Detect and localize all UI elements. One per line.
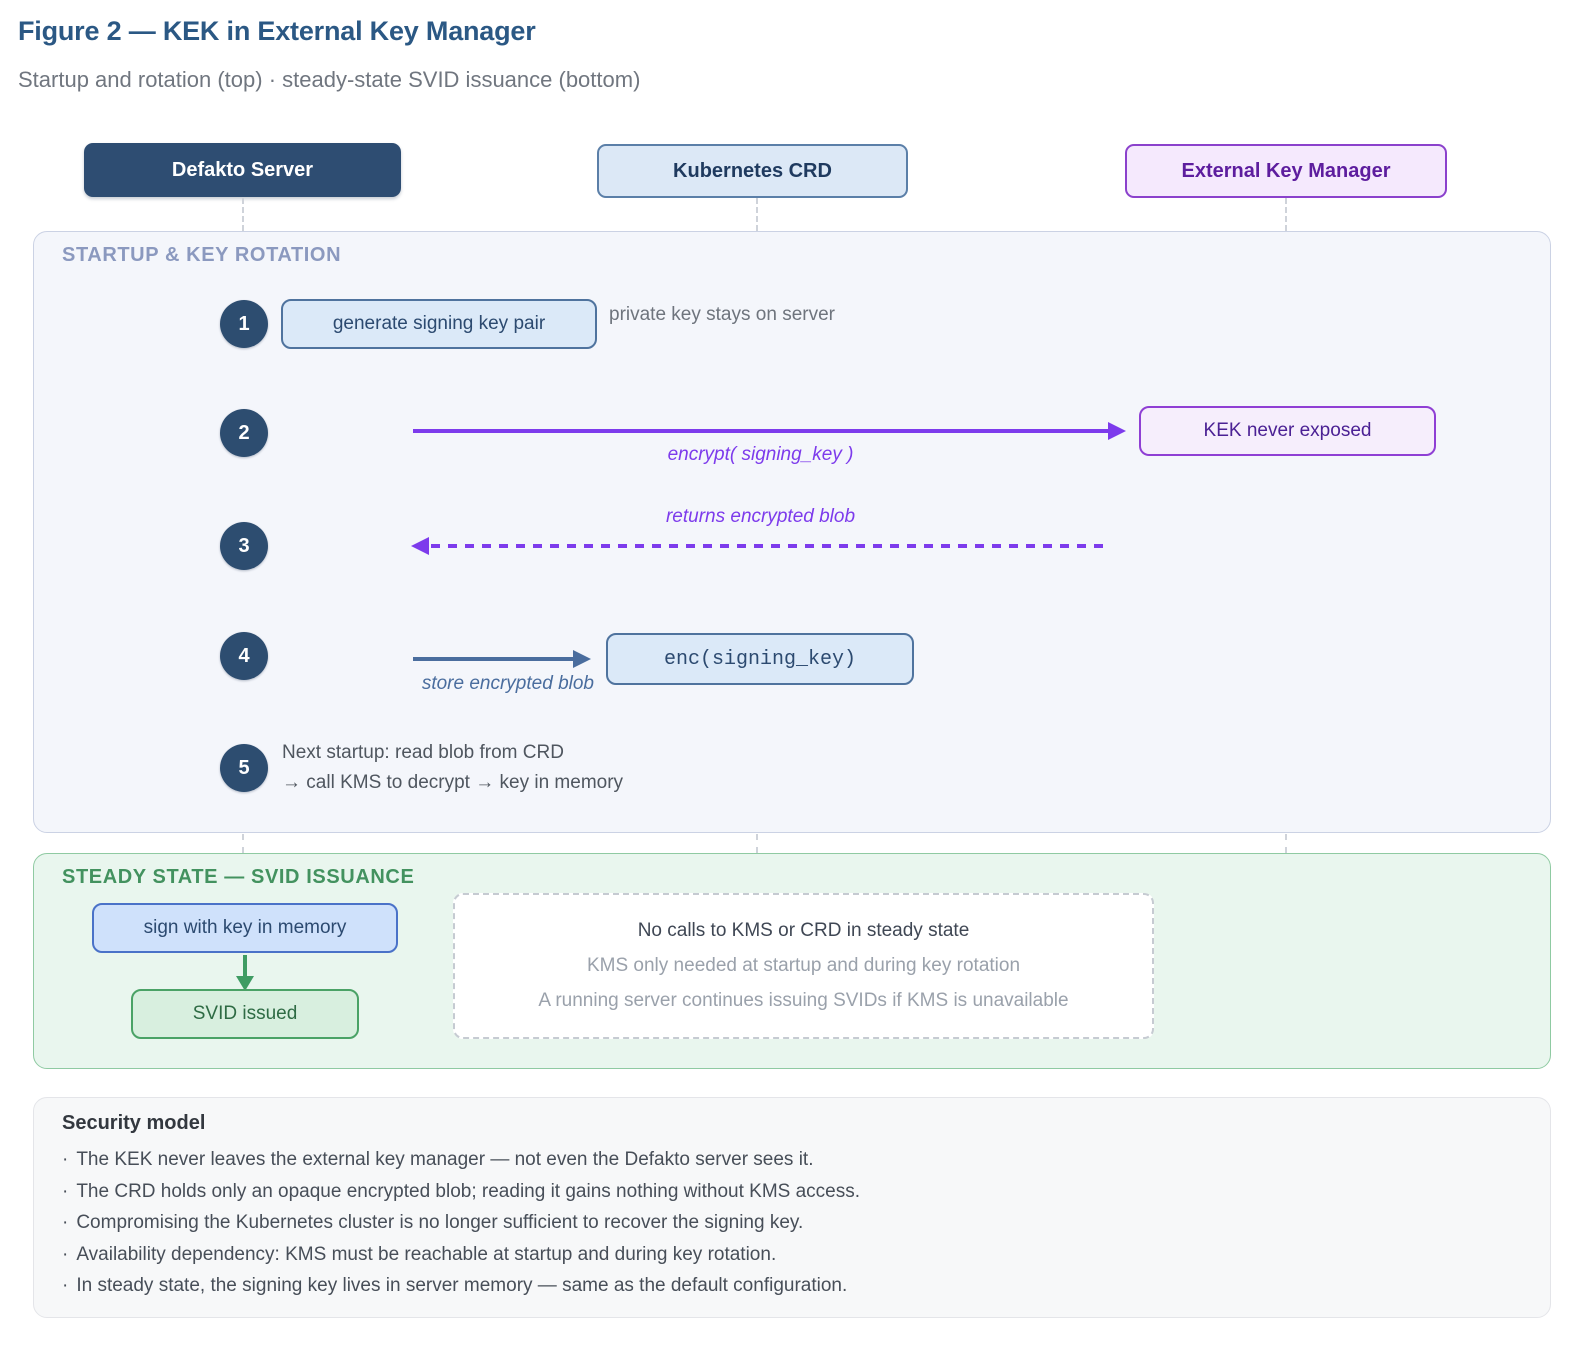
generate-key-pair-box: generate signing key pair [281,299,597,349]
store-blob-arrow-line [413,657,573,661]
bullet-dot: · [62,1243,69,1265]
svid-issued-label: SVID issued [192,1003,298,1024]
next-startup-note-line1: Next startup: read blob from CRD [282,742,564,763]
lifeline-crd-mid [756,834,758,853]
enc-signing-key-box: enc(signing_key) [606,633,914,685]
store-blob-arrowhead-icon [573,650,591,668]
startup-rotation-panel: STARTUP & KEY ROTATION 1 generate signin… [33,231,1551,833]
bullet-dot: · [62,1180,69,1202]
returns-blob-arrowhead-icon [411,537,429,555]
kek-never-exposed-box: KEK never exposed [1139,406,1436,456]
figure-title: Figure 2 — KEK in External Key Manager [18,16,536,46]
lifeline-server-top [242,198,244,231]
bullet-dot: · [62,1212,69,1233]
figure-subtitle: Startup and rotation (top) · steady-stat… [18,67,641,92]
steady-state-panel: STEADY STATE — SVID ISSUANCE sign with k… [33,853,1551,1069]
store-blob-label: store encrypted blob [421,673,594,694]
sign-with-key-label: sign with key in memory [143,917,347,938]
lifeline-crd-top [756,198,758,231]
svid-flow-arrow-line [243,955,247,978]
next-startup-note: Next startup: read blob from CRD → call … [282,738,623,798]
kek-never-exposed-label: KEK never exposed [1203,420,1372,441]
security-model-panel: Security model · The KEK never leaves the… [33,1097,1551,1318]
security-bullet-text: The CRD holds only an opaque encrypted b… [76,1180,861,1202]
next-startup-note-line2: → call KMS to decrypt → key in memory [282,772,624,793]
lifeline-ekm-mid [1285,834,1287,853]
encrypt-arrowhead-icon [1108,422,1126,440]
steady-state-note-box: No calls to KMS or CRD in steady state K… [453,893,1154,1039]
security-bullet: · Availability dependency: KMS must be re… [62,1239,860,1271]
steady-note-line1: No calls to KMS or CRD in steady state [637,920,970,941]
returns-blob-arrow-line [431,544,1108,548]
security-bullet: · The KEK never leaves the external key m… [62,1144,860,1176]
step-2-badge: 2 [220,409,268,457]
private-key-note: private key stays on server [609,304,835,325]
enc-signing-key-label: enc(signing_key) [663,647,857,671]
security-model-title: Security model [62,1112,206,1134]
actor-defakto-server: Defakto Server [84,143,401,197]
steady-note-line2: KMS only needed at startup and during ke… [586,955,1021,976]
encrypt-arrow-label: encrypt( signing_key ) [667,444,854,465]
security-bullet-text: In steady state, the signing key lives i… [76,1275,848,1296]
lifeline-server-mid [242,834,244,853]
bullet-dot: · [62,1149,69,1170]
bullet-dot: · [62,1275,69,1296]
step-1-number: 1 [238,312,250,335]
step-5-number: 5 [238,756,250,779]
steady-note-line3: A running server continues issuing SVIDs… [538,990,1069,1011]
actor-external-key-manager: External Key Manager [1125,144,1447,198]
svid-issued-box: SVID issued [131,989,359,1039]
security-bullet-text: Compromising the Kubernetes cluster is n… [76,1212,804,1233]
step-5-badge: 5 [220,744,268,792]
svid-flow-arrowhead-icon [236,976,254,991]
security-bullet: · In steady state, the signing key lives … [62,1270,860,1302]
sign-with-key-box: sign with key in memory [92,903,398,953]
startup-panel-title: STARTUP & KEY ROTATION [62,244,342,266]
security-bullet: · Compromising the Kubernetes cluster is … [62,1207,860,1239]
encrypt-arrow-line [413,429,1108,433]
step-4-badge: 4 [220,632,268,680]
step-4-number: 4 [238,644,250,667]
step-1-badge: 1 [220,300,268,348]
security-bullet-text: The KEK never leaves the external key ma… [76,1149,814,1170]
steady-panel-title: STEADY STATE — SVID ISSUANCE [62,866,415,888]
security-bullet-text: Availability dependency: KMS must be rea… [76,1243,777,1265]
lifeline-ekm-top [1285,198,1287,231]
actor-kubernetes-crd-label: Kubernetes CRD [673,159,832,182]
generate-key-pair-label: generate signing key pair [332,313,546,334]
security-bullet: · The CRD holds only an opaque encrypted … [62,1176,860,1208]
step-2-number: 2 [238,421,250,444]
step-3-number: 3 [238,534,250,557]
security-bullet-list: · The KEK never leaves the external key m… [62,1144,860,1302]
returns-blob-label: returns encrypted blob [665,506,856,527]
actor-kubernetes-crd: Kubernetes CRD [597,144,908,198]
step-3-badge: 3 [220,522,268,570]
actor-defakto-server-label: Defakto Server [171,158,314,181]
actor-external-key-manager-label: External Key Manager [1181,159,1391,182]
